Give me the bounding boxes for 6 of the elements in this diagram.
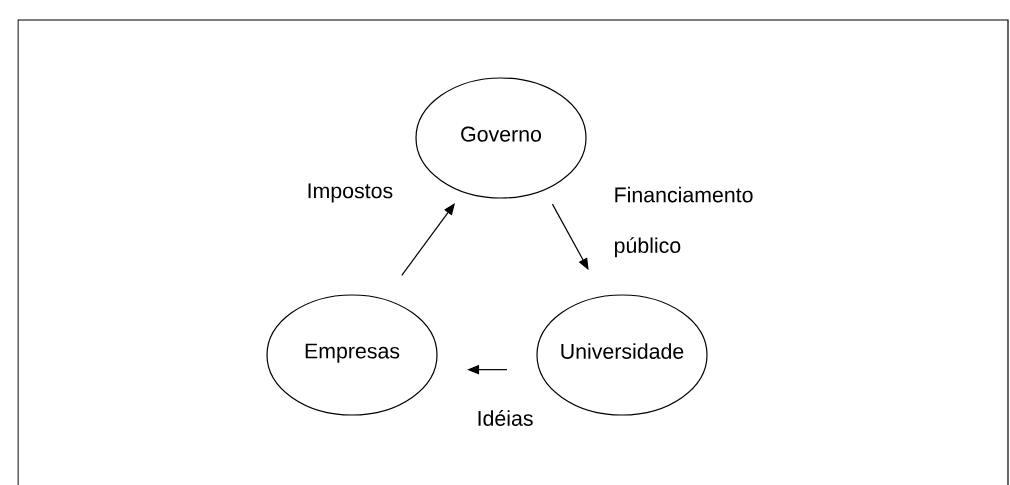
- ellipse-node: Empresas: [266, 294, 438, 416]
- ellipse-node: Universidade: [536, 294, 708, 416]
- edge-label: Impostos: [308, 183, 393, 203]
- ellipse-node: Governo: [415, 77, 587, 199]
- edge-label: Idéias: [478, 410, 533, 426]
- edge-label: Financiamento público: [615, 186, 753, 258]
